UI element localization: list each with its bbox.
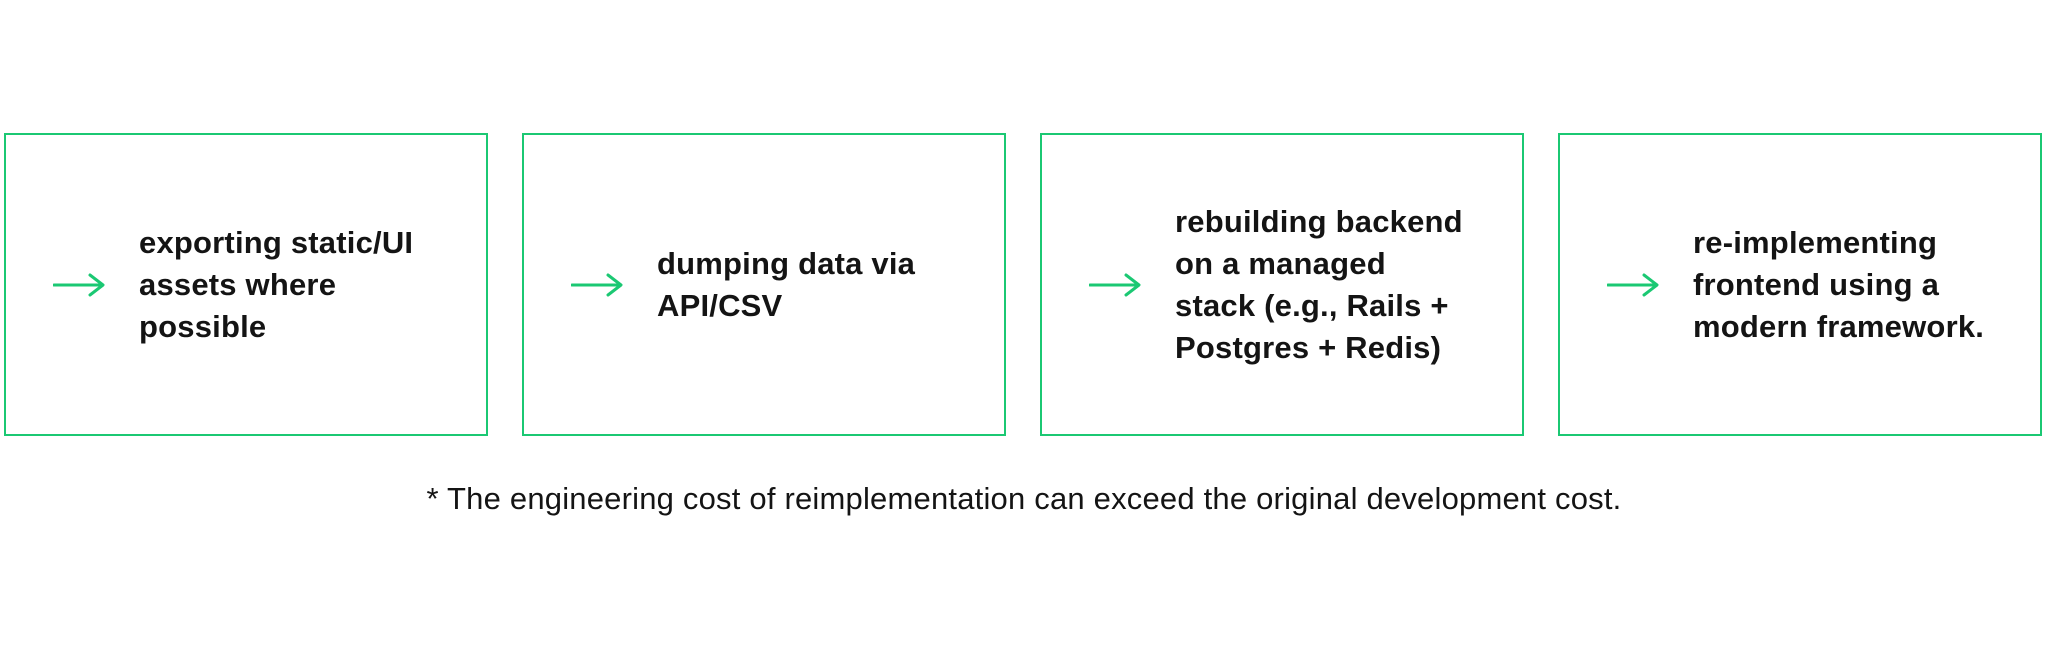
arrow-right-icon — [1607, 273, 1659, 296]
arrow-right-icon — [1089, 273, 1141, 296]
option-card-label: dumping data via API/CSV — [657, 245, 916, 323]
option-card-label: exporting static/UI assets where possibl… — [139, 224, 414, 344]
footnote: * The engineering cost of reimplementati… — [426, 481, 1622, 516]
option-card-rebuild-backend: rebuilding backend on a managed stack (e… — [1040, 133, 1524, 436]
option-card-export-assets: exporting static/UI assets where possibl… — [4, 133, 488, 436]
arrow-right-icon — [53, 273, 105, 296]
arrow-right-icon — [571, 273, 623, 296]
option-card-label: rebuilding backend on a managed stack (e… — [1175, 203, 1463, 365]
option-card-dump-data: dumping data via API/CSV — [522, 133, 1006, 436]
option-card-label: re-implementing frontend using a modern … — [1693, 224, 1985, 344]
option-card-reimplement-frontend: re-implementing frontend using a modern … — [1558, 133, 2042, 436]
options-row: exporting static/UI assets where possibl… — [4, 133, 2042, 436]
